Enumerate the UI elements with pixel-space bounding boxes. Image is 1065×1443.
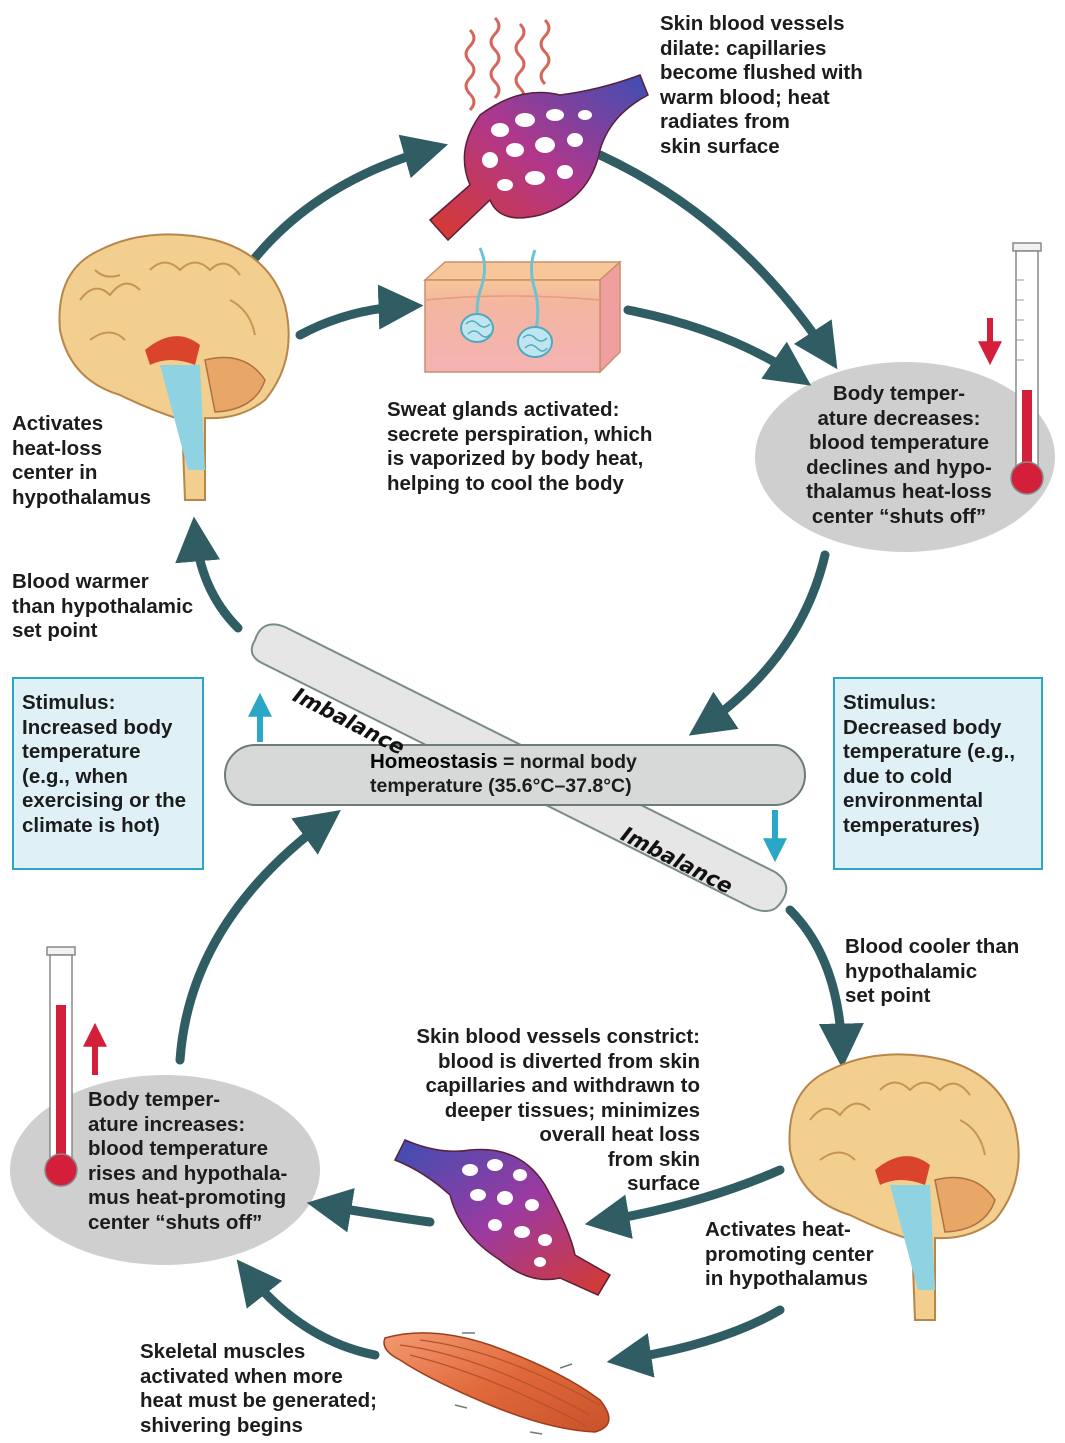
homeostasis-range: temperature (35.6°C–37.8°C) [370, 775, 632, 797]
arrow-temp-to-homeostasis [700, 555, 825, 728]
skeletal-muscle-icon [384, 1333, 609, 1434]
sweat-gland-icon [425, 248, 620, 372]
thermometer-icon [45, 947, 77, 1186]
stimulus-decreased-box: Stimulus: Decreased body temperature (e.… [833, 677, 1043, 870]
heat-promoting-center-label: Activates heat- promoting center in hypo… [705, 1218, 874, 1292]
stimulus-increased-box: Stimulus: Increased body temperature (e.… [12, 677, 204, 870]
stimulus-decreased-label: Stimulus: Decreased body temperature (e.… [843, 691, 1033, 838]
skeletal-muscles-label: Skeletal muscles activated when more hea… [140, 1340, 377, 1438]
temp-increases-label: Body temper- ature increases: blood temp… [88, 1088, 287, 1235]
arrow-brain-to-muscle [620, 1310, 780, 1360]
homeostasis-equals: = normal body [503, 751, 637, 773]
sweat-glands-label: Sweat glands activated: secrete perspira… [387, 398, 652, 496]
vessels-constrict-label: Skin blood vessels constrict: blood is d… [395, 1025, 700, 1197]
arrow-sweat-to-temp [628, 310, 800, 378]
stimulus-increased-label: Stimulus: Increased body temperature (e.… [22, 691, 194, 838]
blood-warmer-label: Blood warmer than hypothalamic set point [12, 570, 193, 644]
arrow-blood-warmer-up [195, 530, 238, 628]
arrow-constrict-to-temp [320, 1205, 430, 1222]
homeostasis-key: Homeostasis [370, 750, 498, 773]
homeostasis-label: Homeostasis = normal body temperature (3… [370, 750, 710, 798]
temp-decreases-label: Body temper- ature decreases: blood temp… [784, 382, 1014, 529]
thermometer-icon [1011, 243, 1043, 494]
blood-cooler-label: Blood cooler than hypothalamic set point [845, 935, 1019, 1009]
heat-loss-center-label: Activates heat-loss center in hypothalam… [12, 412, 151, 510]
arrow-vessels-to-temp [600, 155, 830, 358]
vessels-dilate-label: Skin blood vessels dilate: capillaries b… [660, 12, 863, 159]
arrow-brain-to-sweat [300, 306, 410, 335]
arrow-imbalance-to-brain [790, 910, 842, 1055]
arrow-brain-to-vessels [255, 148, 435, 258]
